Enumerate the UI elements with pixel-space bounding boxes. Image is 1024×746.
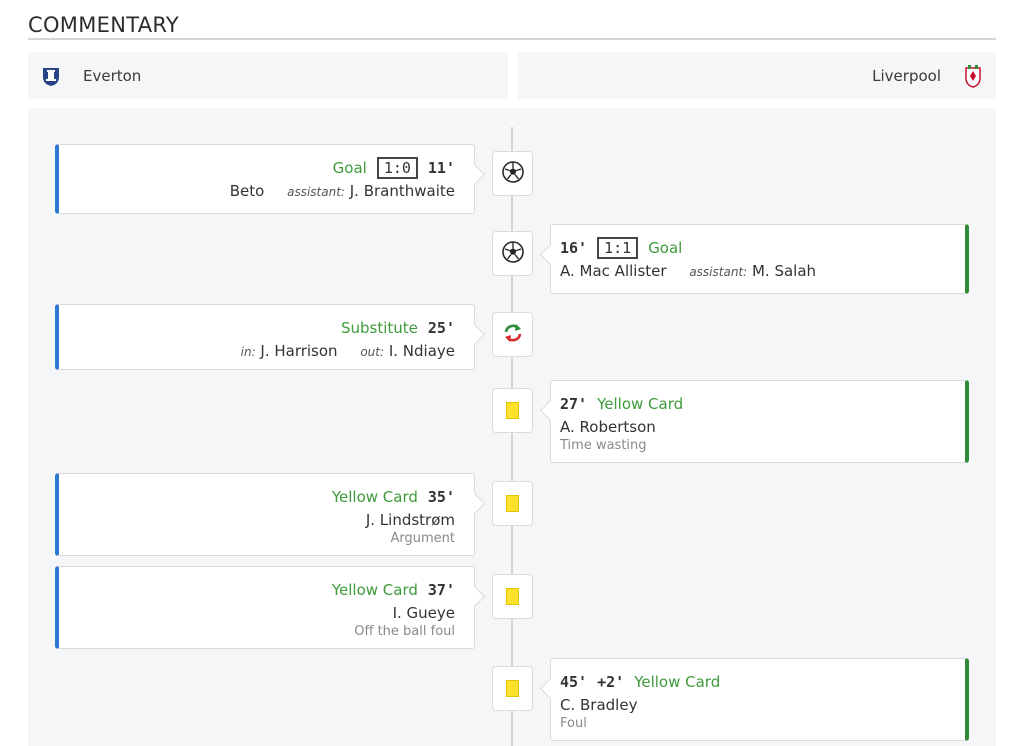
event-minute: 11' xyxy=(427,159,455,177)
football-icon xyxy=(501,240,524,267)
event-type: Yellow Card xyxy=(597,395,684,413)
title-divider xyxy=(28,38,996,40)
yellow-card-icon-box xyxy=(492,388,533,433)
football-icon xyxy=(501,160,524,187)
event-type: Goal xyxy=(648,239,683,257)
event-card-goal-home[interactable]: Goal 1:0 11' Beto assistant: J. Branthwa… xyxy=(55,144,475,214)
liverpool-crest-icon xyxy=(962,64,984,88)
card-reason: Foul xyxy=(560,716,587,731)
player-name: J. Lindstrøm xyxy=(365,511,455,529)
card-reason: Time wasting xyxy=(560,438,647,453)
yellow-card-icon-box xyxy=(492,666,533,711)
player-name: Beto xyxy=(229,182,265,200)
assist-label: assistant: xyxy=(689,265,748,279)
in-label: in: xyxy=(240,345,256,359)
yellow-card-icon xyxy=(506,588,519,605)
player-name: A. Robertson xyxy=(560,418,656,436)
score-box: 1:0 xyxy=(376,157,418,179)
yellow-card-icon-box xyxy=(492,574,533,619)
substitution-icon xyxy=(503,323,523,347)
player-in: J. Harrison xyxy=(260,342,338,360)
section-title: COMMENTARY xyxy=(28,13,180,37)
assist-label: assistant: xyxy=(287,185,345,199)
event-card-substitute-home[interactable]: Substitute 25' in: J. Harrison out: I. N… xyxy=(55,304,475,370)
card-reason: Argument xyxy=(390,531,456,546)
event-card-goal-away[interactable]: 16' 1:1 Goal A. Mac Allister assistant: … xyxy=(550,224,969,294)
everton-crest-icon xyxy=(40,65,62,87)
substitution-icon-box xyxy=(492,312,533,357)
event-card-yellow-home[interactable]: Yellow Card 35' J. Lindstrøm Argument xyxy=(55,473,475,556)
yellow-card-icon xyxy=(506,680,519,697)
event-card-yellow-away[interactable]: 45' +2' Yellow Card C. Bradley Foul xyxy=(550,658,969,741)
player-name: C. Bradley xyxy=(560,696,638,714)
event-minute: 37' xyxy=(427,581,455,599)
home-team-name: Everton xyxy=(83,66,142,85)
player-out: I. Ndiaye xyxy=(388,342,455,360)
event-minute: 16' xyxy=(560,239,588,257)
added-time: +2' xyxy=(597,673,625,691)
yellow-card-icon xyxy=(506,402,519,419)
event-minute: 25' xyxy=(427,319,455,337)
event-card-yellow-away[interactable]: 27' Yellow Card A. Robertson Time wastin… xyxy=(550,380,969,463)
timeline-axis xyxy=(511,127,513,746)
football-icon-box xyxy=(492,151,533,196)
event-type: Yellow Card xyxy=(634,673,721,691)
football-icon-box xyxy=(492,231,533,276)
player-name: A. Mac Allister xyxy=(560,262,667,280)
score-box: 1:1 xyxy=(597,237,639,259)
event-type: Yellow Card xyxy=(331,581,418,599)
event-type: Goal xyxy=(332,159,367,177)
event-type: Yellow Card xyxy=(331,488,418,506)
assist-player: M. Salah xyxy=(751,262,817,280)
away-team-name: Liverpool xyxy=(872,66,941,85)
event-minute: 45' xyxy=(560,673,588,691)
away-team-bar[interactable]: Liverpool xyxy=(518,52,996,99)
yellow-card-icon-box xyxy=(492,481,533,526)
event-minute: 35' xyxy=(427,488,455,506)
assist-player: J. Branthwaite xyxy=(349,182,455,200)
yellow-card-icon xyxy=(506,495,519,512)
card-reason: Off the ball foul xyxy=(354,624,455,639)
event-type: Substitute xyxy=(340,319,418,337)
event-minute: 27' xyxy=(560,395,588,413)
home-team-bar[interactable]: Everton xyxy=(28,52,508,99)
out-label: out: xyxy=(360,345,385,359)
player-name: I. Gueye xyxy=(392,604,455,622)
event-card-yellow-home[interactable]: Yellow Card 37' I. Gueye Off the ball fo… xyxy=(55,566,475,649)
